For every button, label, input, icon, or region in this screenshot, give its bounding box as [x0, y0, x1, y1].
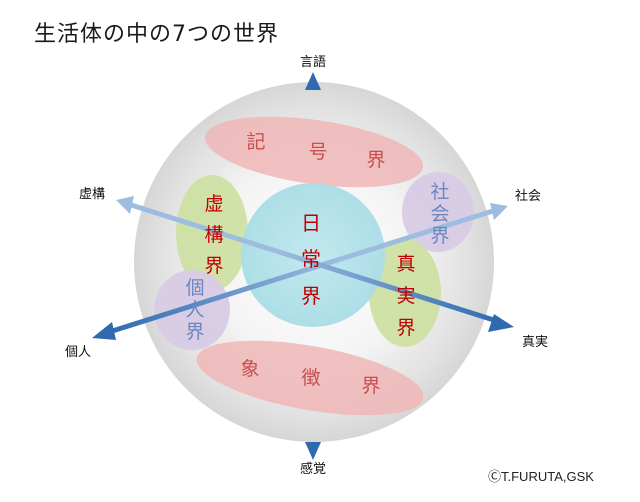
axis-label-fiction: 虚構: [79, 187, 105, 202]
daily-world-char: 界: [301, 284, 321, 308]
individual-society-axis: [105, 207, 497, 336]
truth-world-char: 実: [396, 285, 415, 307]
axis-label-language: 言語: [300, 54, 326, 70]
society-world-char: 界: [430, 225, 449, 247]
individual-world-char: 界: [185, 321, 204, 343]
axis-label-society: 社会: [515, 188, 541, 204]
society-world-char: 会: [430, 203, 449, 225]
arrowhead-language: [305, 72, 321, 90]
diagram-title: 生活体の中の7つの世界: [34, 22, 279, 47]
fiction-world-char: 構: [204, 224, 223, 246]
truth-world-char: 真: [396, 253, 415, 275]
individual-world-char: 人: [185, 299, 204, 321]
image-world-char: 象: [240, 358, 259, 380]
symbol-world-char: 号: [308, 141, 327, 163]
individual-world-region: [154, 270, 230, 350]
society-world-char: 社: [430, 181, 449, 203]
axis-label-individual: 個人: [65, 345, 91, 360]
image-world-char: 界: [361, 375, 380, 397]
symbol-world-char: 記: [246, 131, 265, 153]
individual-world-char: 個: [185, 277, 204, 299]
daily-world-char: 常: [301, 247, 321, 271]
arrowhead-truth: [488, 314, 514, 332]
fiction-world-char: 虚: [204, 193, 223, 215]
image-world-char: 徴: [301, 367, 320, 389]
arrowhead-fiction: [116, 196, 134, 214]
fiction-world-char: 界: [204, 255, 223, 277]
arrowhead-sense: [305, 442, 321, 460]
copyright-credit: ⒸT.FURUTA,GSK: [488, 469, 594, 484]
arrowhead-individual: [92, 322, 116, 340]
truth-world-char: 界: [396, 317, 415, 339]
axis-label-truth: 真実: [522, 334, 548, 350]
daily-world-char: 日: [301, 211, 321, 235]
symbol-world-char: 界: [366, 149, 385, 171]
axis-label-sense: 感覚: [300, 461, 326, 477]
arrowhead-society: [490, 203, 508, 220]
